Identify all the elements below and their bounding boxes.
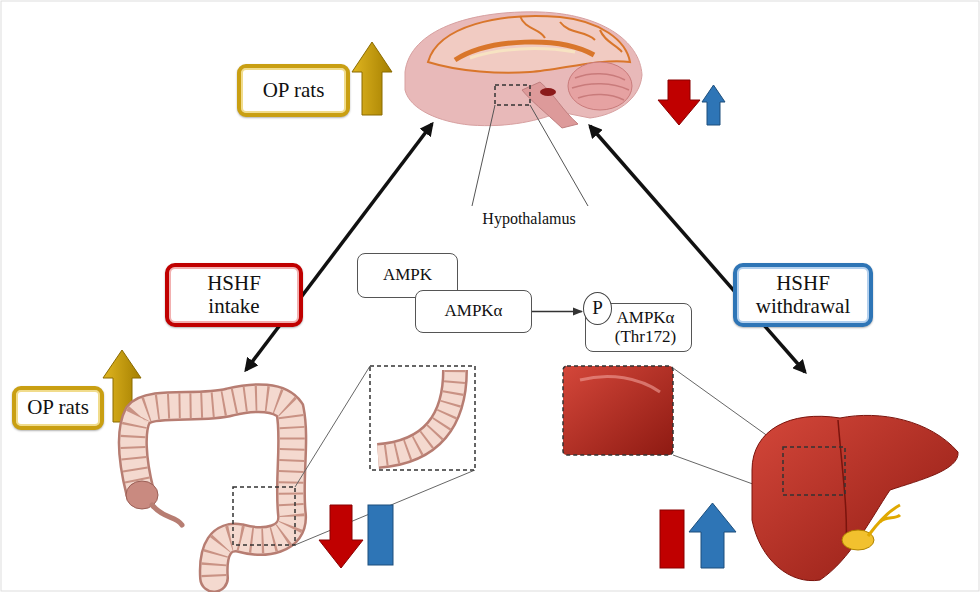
level-bar	[368, 505, 393, 565]
node-text: AMPKα (Thr172)	[610, 309, 681, 346]
colon	[126, 366, 475, 578]
link-arrow	[246, 124, 432, 370]
link-arrow	[590, 126, 805, 372]
liver	[563, 366, 958, 581]
node-text: OP rats	[263, 79, 325, 102]
node-text: OP rats	[27, 396, 89, 419]
up-arrow	[689, 503, 736, 568]
treatment-box: HSHF withdrawal	[733, 263, 873, 327]
region-label: Hypothalamus	[480, 210, 577, 228]
node-text: HSHF intake	[185, 272, 283, 318]
protein-box: AMPKα	[415, 290, 532, 333]
up-arrow	[352, 42, 392, 115]
node-text: P	[592, 298, 603, 319]
group-box: OP rats	[237, 64, 350, 117]
brain	[405, 12, 642, 206]
phospho-circle: P	[583, 292, 612, 325]
group-box: OP rats	[12, 386, 104, 430]
treatment-box: HSHF intake	[165, 263, 303, 327]
node-text: AMPK	[383, 266, 432, 285]
node-text: HSHF withdrawal	[753, 272, 853, 318]
reaction-arrow	[532, 311, 582, 313]
down-arrow	[658, 80, 700, 125]
level-bar	[660, 510, 684, 568]
down-arrow	[319, 505, 363, 568]
up-arrow	[702, 85, 725, 125]
node-text: AMPKα	[444, 302, 502, 321]
